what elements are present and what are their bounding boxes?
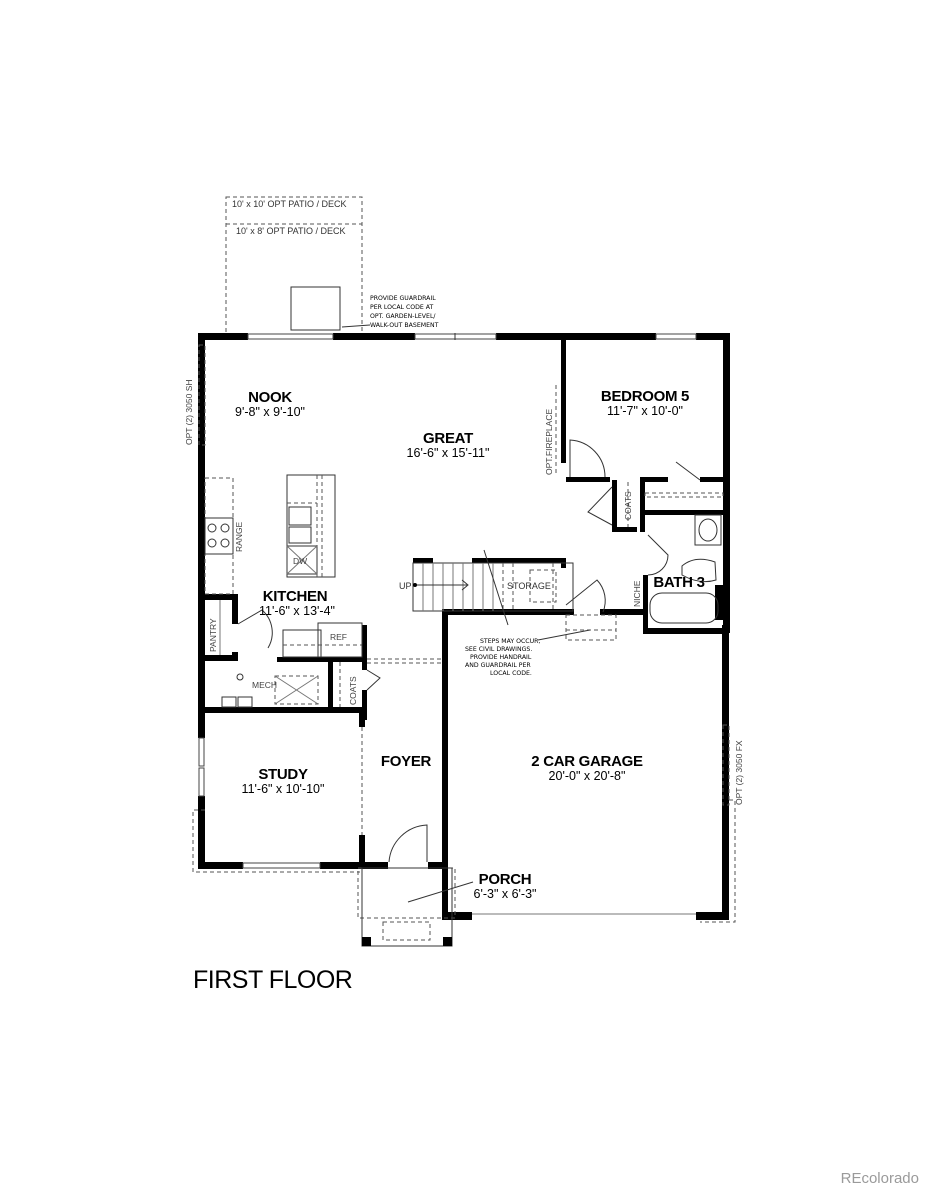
windows [198,333,730,869]
opt-window-nook-label: OPT (2) 3050 SH [184,379,194,445]
storage-label: STORAGE [507,581,551,591]
pantry-label: PANTRY [208,618,218,652]
svg-text:STEPS MAY OCCUR,: STEPS MAY OCCUR, [480,638,540,645]
patio-10x8-label: 10' x 8' OPT PATIO / DECK [236,226,345,236]
room-kitchen-dims: 11'-6" x 13'-4" [259,604,335,618]
svg-text:LOCAL CODE.: LOCAL CODE. [490,670,532,677]
opt-fireplace-label: OPT.FIREPLACE [544,409,554,475]
room-foyer-name: FOYER [381,753,432,770]
opt-window-garage-label: OPT (2) 3050 FX [734,740,744,805]
svg-text:PROVIDE HANDRAIL: PROVIDE HANDRAIL [470,654,532,661]
svg-text:PROVIDE GUARDRAIL: PROVIDE GUARDRAIL [370,295,436,302]
room-kitchen-name: KITCHEN [263,588,328,605]
plan-details: RANGE DW REF PANTRY MECH COATS [192,385,736,947]
room-garage-dims: 20'-0" x 20'-8" [549,769,626,783]
guardrail-note: PROVIDE GUARDRAIL PER LOCAL CODE AT OPT.… [341,295,439,329]
up-label: UP [399,581,412,591]
room-bath3-name: BATH 3 [653,574,704,591]
room-great-name: GREAT [423,430,473,447]
room-porch-dims: 6'-3" x 6'-3" [474,887,537,901]
mech-label: MECH [252,680,277,690]
watermark: REcolorado [840,1170,919,1187]
range-label: RANGE [234,521,244,552]
dw-label: DW [293,556,307,566]
coats-hall-label: COATS [623,491,633,520]
room-nook-name: NOOK [248,389,292,406]
exterior-walls [198,333,730,920]
optional-patio-deck: 10' x 10' OPT PATIO / DECK 10' x 8' OPT … [225,196,363,336]
room-study-name: STUDY [258,766,308,783]
room-labels: NOOK 9'-8" x 9'-10" GREAT 16'-6" x 15'-1… [235,388,705,901]
floor-title: FIRST FLOOR [193,966,353,994]
svg-text:OPT. GARDEN-LEVEL/: OPT. GARDEN-LEVEL/ [370,313,436,320]
patio-10x10-label: 10' x 10' OPT PATIO / DECK [232,199,346,209]
room-porch-name: PORCH [479,871,532,888]
svg-text:AND GUARDRAIL PER: AND GUARDRAIL PER [465,662,531,669]
interior-walls [198,333,728,919]
room-nook-dims: 9'-8" x 9'-10" [235,405,305,419]
svg-text:WALK-OUT BASEMENT: WALK-OUT BASEMENT [370,322,439,329]
svg-text:SEE CIVIL DRAWINGS.: SEE CIVIL DRAWINGS. [465,646,532,653]
svg-text:PER LOCAL CODE AT: PER LOCAL CODE AT [370,304,434,311]
room-bedroom5-dims: 11'-7" x 10'-0" [607,404,683,418]
niche-label: NICHE [632,580,642,607]
ref-label: REF [330,632,347,642]
coats-foyer-label: COATS [348,676,358,705]
room-study-dims: 11'-6" x 10'-10" [242,782,325,796]
room-garage-name: 2 CAR GARAGE [531,753,643,770]
room-great-dims: 16'-6" x 15'-11" [407,446,490,460]
room-bedroom5-name: BEDROOM 5 [601,388,689,405]
